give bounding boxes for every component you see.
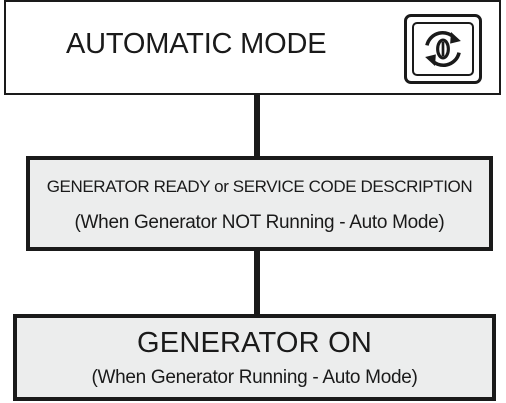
generator-on-box: GENERATOR ON (When Generator Running - A… [13,314,496,401]
generator-on-subtitle: (When Generator Running - Auto Mode) [91,367,418,388]
auto-mode-button[interactable] [404,14,482,84]
auto-mode-icon [412,22,474,76]
connector-auto-to-ready [254,95,260,156]
automatic-mode-box: AUTOMATIC MODE [4,0,501,95]
generator-ready-subtitle: (When Generator NOT Running - Auto Mode) [74,212,445,233]
generator-ready-title: GENERATOR READY or SERVICE CODE DESCRIPT… [46,177,473,196]
automatic-mode-title: AUTOMATIC MODE [66,28,327,60]
connector-ready-to-on [254,251,260,314]
generator-on-title: GENERATOR ON [137,327,372,359]
generator-ready-box: GENERATOR READY or SERVICE CODE DESCRIPT… [26,156,493,251]
